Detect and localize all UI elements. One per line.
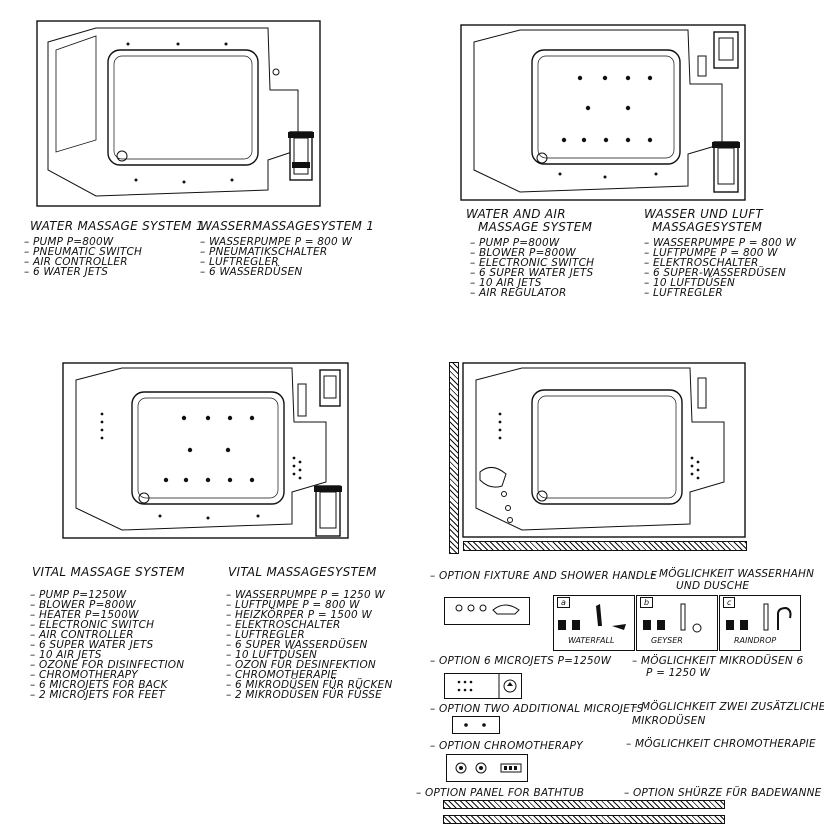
microjets-panel: [444, 673, 522, 699]
list-item: – 2 MICROJETS FOR FEET: [30, 689, 165, 701]
list-item: – HEIZKÖRPER P = 1500 W: [226, 609, 373, 621]
system1-title-de: WASSERMASSAGESYSTEM 1: [200, 219, 375, 233]
list-item: – PUMP P=1250W: [30, 589, 127, 601]
option-two-microjets-de-2: MIKRODÜSEN: [632, 715, 706, 727]
list-item: – LUFTPUMPE P = 800 W: [226, 599, 360, 611]
option-panel-de: – OPTION SHÜRZE FÜR BADEWANNE: [624, 787, 822, 799]
microjets-icon: [457, 674, 517, 698]
two-microjets-panel: [452, 716, 500, 734]
option-fixture-de-1: – MÖGLICHKEIT WASSERHAHN: [650, 568, 815, 580]
list-item: – WASSERPUMPE P = 1250 W: [226, 589, 385, 601]
system2-title-de-1: WASSER UND LUFT: [644, 207, 764, 221]
list-item: – WASSERPUMPE P = 800 W: [200, 236, 353, 248]
list-item: – OZONE FOR DISINFECTION: [30, 659, 185, 671]
list-item: – WASSERPUMPE P = 800 W: [644, 237, 797, 249]
list-item: – ELECTRONIC SWITCH: [470, 257, 595, 269]
list-item: – 6 SUPER WATER JETS: [30, 639, 154, 651]
system3-title-de: VITAL MASSAGESYSTEM: [228, 565, 377, 579]
variant-name: WATERFALL: [568, 636, 615, 645]
fixture-panel: [444, 597, 530, 625]
list-item: – AIR REGULATOR: [470, 287, 567, 299]
list-item: – 10 LUFTDÜSEN: [644, 277, 735, 289]
chromotherapy-panel: [446, 754, 528, 782]
list-item: – BLOWER P=800W: [30, 599, 136, 611]
fixture-icon: [455, 604, 520, 615]
option-chromotherapy-de: – MÖGLICHKEIT CHROMOTHERAPIE: [626, 738, 816, 750]
list-item: – 10 AIR JETS: [30, 649, 102, 661]
list-item: – PNEUMATIC SWITCH: [24, 246, 143, 258]
list-item: – CHROMOTHERAPY: [30, 669, 138, 681]
system2-list-de: – WASSERPUMPE P = 800 W – LUFTPUMPE P = …: [644, 237, 797, 299]
option-fixture-en: – OPTION FIXTURE AND SHOWER HANDLE: [430, 570, 658, 582]
list-item: – 6 MICROJETS FOR BACK: [30, 679, 168, 691]
tub-drawing-options: [462, 362, 746, 538]
tub-drawing-vital: [62, 362, 349, 539]
system2-list-en: – PUMP P=800W – BLOWER P=800W – ELECTRON…: [470, 237, 595, 299]
list-item: – ELEKTROSCHALTER: [226, 619, 341, 631]
list-item: – HEATER P=1500W: [30, 609, 139, 621]
list-item: – 10 LUFTDÜSEN: [226, 649, 317, 661]
list-item: – LUFTREGLER: [226, 629, 305, 641]
tub-drawing-water-massage: [36, 20, 321, 207]
list-item: – 6 WATER JETS: [24, 266, 109, 278]
list-item: – 10 AIR JETS: [470, 277, 542, 289]
list-item: – 6 WASSERDÜSEN: [200, 266, 303, 278]
list-item: – LUFTREGLER: [200, 256, 279, 268]
variant-geyser: b GEYSER: [636, 595, 718, 651]
list-item: – OZON FÜR DESINFEKTION: [226, 659, 376, 671]
option-two-microjets-en: – OPTION TWO ADDITIONAL MICROJETS: [430, 703, 644, 715]
system2-title-en-2: MASSAGE SYSTEM: [478, 220, 593, 234]
option-microjets-de-2: P = 1250 W: [646, 667, 711, 679]
list-item: – ELEKTROSCHALTER: [644, 257, 759, 269]
list-item: – AIR CONTROLLER: [24, 256, 128, 268]
list-item: – BLOWER P=800W: [470, 247, 576, 259]
system1-list-en: – PUMP P=800W – PNEUMATIC SWITCH – AIR C…: [24, 236, 143, 278]
list-item: – LUFTPUMPE P = 800 W: [644, 247, 778, 259]
list-item: – 6 SUPER-WASSERDÜSEN: [644, 267, 786, 279]
option-two-microjets-de-1: – MÖGLICHKEIT ZWEI ZUSÄTZLICHE: [632, 701, 824, 713]
variant-letter: a: [557, 597, 570, 608]
list-item: – 6 SUPER WASSERDÜSEN: [226, 639, 368, 651]
wall-hatch-left: [449, 362, 459, 554]
system1-list-de: – WASSERPUMPE P = 800 W – PNEUMATIKSCHAL…: [200, 236, 353, 278]
list-item: – 6 SUPER WATER JETS: [470, 267, 594, 279]
two-microjets-icon: [464, 723, 486, 727]
system3-list-de: – WASSERPUMPE P = 1250 W – LUFTPUMPE P =…: [226, 589, 393, 701]
tub-drawing-water-air: [460, 24, 746, 201]
option-chromotherapy-en: – OPTION CHROMOTHERAPY: [430, 740, 583, 752]
wall-hatch-bottom: [463, 541, 747, 551]
variant-letter: c: [723, 597, 736, 608]
list-item: – PUMP P=800W: [470, 237, 560, 249]
variant-waterfall: a WATERFALL: [553, 595, 635, 651]
geyser-faucet-icon: [643, 603, 702, 633]
variant-raindrop: c RAINDROP: [719, 595, 801, 651]
variant-name: GEYSER: [651, 636, 683, 645]
panel-hatch-2: [443, 815, 725, 824]
option-fixture-de-2: UND DUSCHE: [676, 580, 750, 592]
panel-hatch: [443, 800, 725, 809]
waterfall-faucet-icon: [558, 604, 626, 630]
system1-title-en: WATER MASSAGE SYSTEM 1: [30, 219, 204, 233]
option-microjets-de-1: – MÖGLICHKEIT MIKRODÜSEN 6: [632, 655, 804, 667]
variant-letter: b: [640, 597, 654, 608]
list-item: – PUMP P=800W: [24, 236, 114, 248]
list-item: – 2 MIKRODÜSEN FÜR FÜSSE: [226, 689, 382, 701]
variant-name: RAINDROP: [734, 636, 777, 645]
list-item: – 6 MIKRODÜSEN FÜR RÜCKEN: [226, 679, 393, 691]
list-item: – CHROMOTHERAPIE: [226, 669, 338, 681]
list-item: – ELECTRONIC SWITCH: [30, 619, 155, 631]
system3-title-en: VITAL MASSAGE SYSTEM: [32, 565, 185, 579]
list-item: – LUFTREGLER: [644, 287, 723, 299]
system3-list-en: – PUMP P=1250W – BLOWER P=800W – HEATER …: [30, 589, 185, 701]
chromotherapy-icon: [455, 762, 522, 774]
raindrop-faucet-icon: [726, 603, 792, 631]
list-item: – AIR CONTROLLER: [30, 629, 134, 641]
option-panel-en: – OPTION PANEL FOR BATHTUB: [416, 787, 585, 799]
option-microjets-en: – OPTION 6 MICROJETS P=1250W: [430, 655, 612, 667]
list-item: – PNEUMATIKSCHALTER: [200, 246, 328, 258]
system2-title-de-2: MASSAGESYSTEM: [652, 220, 763, 234]
system2-title-en-1: WATER AND AIR: [466, 207, 566, 221]
